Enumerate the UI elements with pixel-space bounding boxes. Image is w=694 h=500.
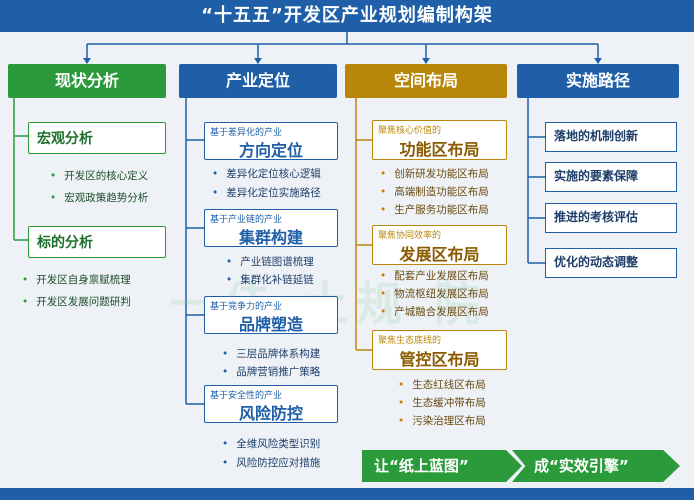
list-item: 高端制造功能区布局 (380, 184, 489, 199)
group-cluster-building: 基于产业链的产业 集群构建 (204, 209, 338, 247)
group-title: 宏观分析 (37, 131, 93, 147)
list-item: 宏观政策趋势分析 (50, 190, 148, 205)
group-title: 风险防控 (238, 404, 303, 423)
list-item: 创新研发功能区布局 (380, 166, 489, 181)
bottom-bar (0, 488, 694, 500)
group-control-zone: 聚焦生态底线的 管控区布局 (372, 330, 507, 370)
list-item: 集群化补链延链 (226, 272, 314, 287)
group-macro-analysis: 宏观分析 (28, 122, 166, 154)
group-direction-positioning: 基于差异化的产业 方向定位 (204, 122, 338, 160)
list-item: 生态缓冲带布局 (398, 395, 486, 410)
list-item: 开发区自身禀赋梳理 (22, 272, 131, 287)
group-subtitle: 基于竞争力的产业 (210, 302, 283, 312)
list-item: 生态红线区布局 (398, 377, 486, 392)
header-status-analysis: 现状分析 (8, 64, 166, 98)
group-subtitle: 基于差异化的产业 (210, 128, 283, 138)
list-item: 全维风险类型识别 (222, 436, 320, 451)
arrow-engine: 成“实效引擎” (512, 450, 680, 482)
header-implementation-path: 实施路径 (517, 64, 679, 98)
page-title: “十五五”开发区产业规划编制构架 (201, 5, 493, 26)
group-risk-control: 基于安全性的产业 风险防控 (204, 385, 338, 423)
group-target-analysis: 标的分析 (28, 226, 166, 258)
list-item: 开发区发展问题研判 (22, 294, 131, 309)
list-item: 三层品牌体系构建 (222, 346, 320, 361)
group-title: 功能区布局 (399, 140, 480, 159)
path-item-evaluation: 推进的考核评估 (545, 203, 677, 233)
title-bar (0, 0, 694, 32)
group-title: 集群构建 (238, 228, 303, 247)
list-item: 产城融合发展区布局 (380, 304, 489, 319)
path-item-adjustment: 优化的动态调整 (545, 248, 677, 278)
group-title: 方向定位 (238, 141, 303, 160)
list-item: 差异化定位核心逻辑 (212, 166, 321, 181)
header-industry-positioning: 产业定位 (179, 64, 337, 98)
group-development-zone: 聚焦协同效率的 发展区布局 (372, 225, 507, 265)
group-subtitle: 聚焦核心价值的 (378, 126, 442, 136)
group-subtitle: 基于产业链的产业 (210, 215, 283, 225)
list-item: 品牌营销推广策略 (222, 364, 320, 379)
group-function-zone: 聚焦核心价值的 功能区布局 (372, 120, 507, 160)
path-item-mechanism: 落地的机制创新 (545, 122, 677, 152)
group-brand-building: 基于竞争力的产业 品牌塑造 (204, 296, 338, 334)
group-title: 管控区布局 (399, 350, 480, 369)
header-spatial-layout: 空间布局 (345, 64, 507, 98)
list-item: 污染治理区布局 (398, 413, 486, 428)
arrow-blueprint: 让“纸上蓝图” (362, 450, 522, 482)
list-item: 开发区的核心定义 (50, 168, 148, 183)
group-title: 品牌塑造 (238, 315, 303, 334)
group-subtitle: 聚焦协同效率的 (378, 231, 442, 241)
list-item: 生产服务功能区布局 (380, 202, 489, 217)
group-subtitle: 基于安全性的产业 (210, 391, 283, 401)
path-item-guarantee: 实施的要素保障 (545, 162, 677, 192)
list-item: 配套产业发展区布局 (380, 268, 489, 283)
list-item: 差异化定位实施路径 (212, 185, 321, 200)
list-item: 风险防控应对措施 (222, 455, 320, 470)
list-item: 产业链图谱梳理 (226, 254, 314, 269)
list-item: 物流枢纽发展区布局 (380, 286, 489, 301)
group-title: 标的分析 (37, 235, 93, 251)
group-subtitle: 聚焦生态底线的 (378, 336, 442, 346)
group-title: 发展区布局 (399, 245, 480, 264)
